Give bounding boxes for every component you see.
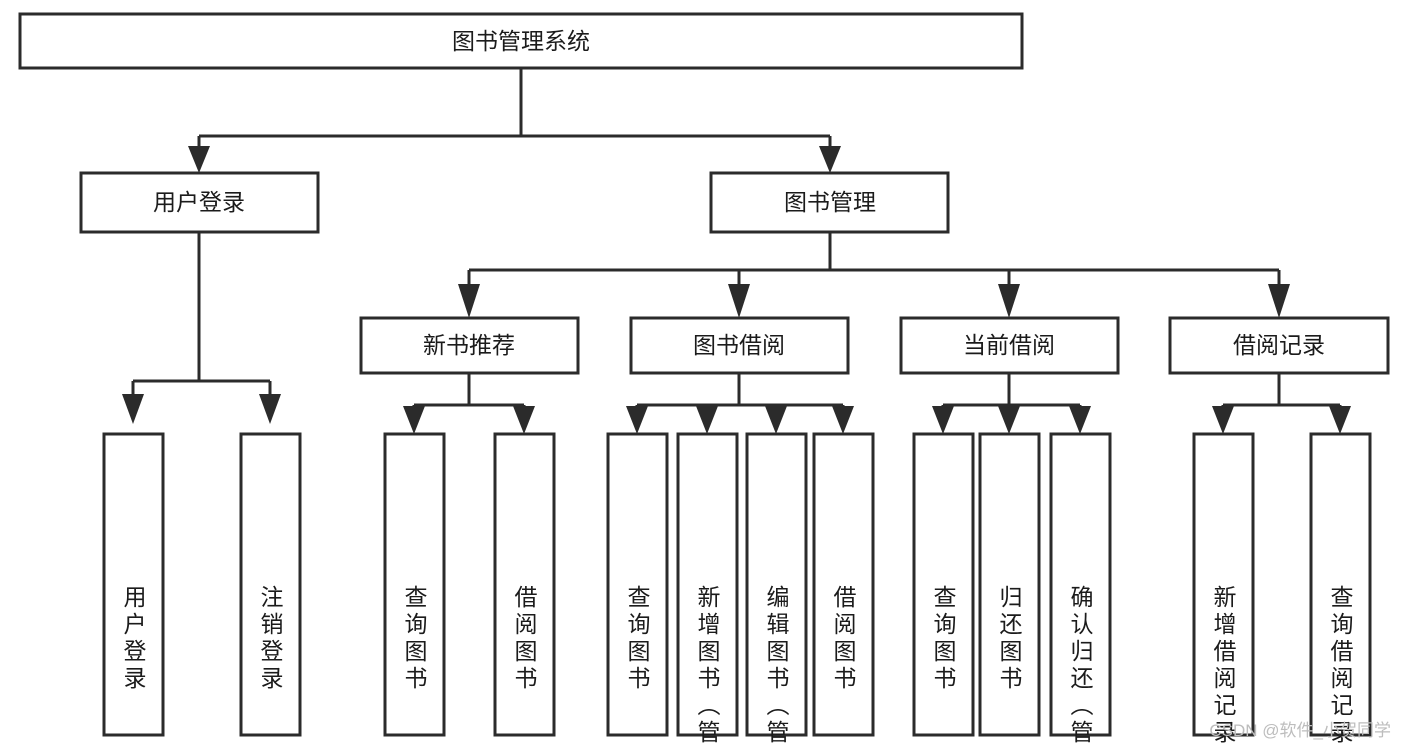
arrow-head-icon (832, 406, 854, 434)
node-label: 图书借阅 (693, 332, 785, 358)
arrow-head-icon (122, 394, 144, 424)
node-label: 用户登录 (120, 585, 147, 693)
node-label: 用户登录 (153, 189, 245, 215)
node-box[interactable] (709, 171, 950, 234)
leaf-user-logout[interactable]: 注销登录 (239, 432, 302, 737)
leaf-query-book-1[interactable]: 查询图书 (383, 432, 446, 737)
leaf-edit-book[interactable]: 编辑图书（管理员） (745, 432, 808, 747)
node-box[interactable] (1192, 432, 1255, 737)
leaf-add-book[interactable]: 新增图书（管理员） (676, 432, 739, 747)
node-label: 图书管理 (784, 189, 876, 215)
arrow-head-icon (728, 284, 750, 318)
arrow-head-icon (626, 406, 648, 434)
node-box[interactable] (606, 432, 669, 737)
arrow-head-icon (765, 406, 787, 434)
connector-newbook-to-leaves (403, 373, 535, 434)
node-root[interactable]: 图书管理系统 (18, 12, 1024, 70)
connector-borrowrecord-to-leaves (1212, 373, 1351, 434)
node-box[interactable] (493, 432, 556, 737)
node-label: 编辑图书（管理员） (763, 585, 790, 747)
arrow-head-icon (403, 406, 425, 434)
arrow-head-icon (696, 406, 718, 434)
node-box[interactable] (383, 432, 446, 737)
node-box[interactable] (79, 171, 320, 234)
arrow-head-icon (819, 146, 841, 173)
node-box[interactable] (1049, 432, 1112, 737)
leaf-return-book[interactable]: 归还图书 (978, 432, 1041, 737)
node-box[interactable] (676, 432, 739, 737)
node-box[interactable] (102, 432, 165, 737)
node-label: 确认归还（管理员） (1067, 585, 1094, 747)
node-box[interactable] (629, 316, 850, 375)
arrow-head-icon (1212, 406, 1234, 434)
arrow-head-icon (1268, 284, 1290, 318)
node-current-borrow[interactable]: 当前借阅 (899, 316, 1120, 375)
leaf-add-record[interactable]: 新增借阅记录 (1192, 432, 1255, 747)
node-label: 新增图书（管理员） (694, 585, 721, 747)
node-label: 归还图书 (996, 585, 1023, 693)
node-book-manage[interactable]: 图书管理 (709, 171, 950, 234)
arrow-head-icon (458, 284, 480, 318)
node-label: 查询图书 (401, 585, 428, 693)
node-box[interactable] (978, 432, 1041, 737)
node-box[interactable] (812, 432, 875, 737)
node-new-book-recommend[interactable]: 新书推荐 (359, 316, 580, 375)
node-box[interactable] (1309, 432, 1372, 737)
arrow-head-icon (998, 406, 1020, 434)
connector-userlogin-to-leaves (122, 232, 281, 424)
node-box[interactable] (745, 432, 808, 737)
node-label: 借阅图书 (830, 585, 857, 693)
node-label: 新书推荐 (423, 332, 515, 358)
node-label: 图书管理系统 (452, 28, 590, 54)
leaf-query-book-2[interactable]: 查询图书 (606, 432, 669, 737)
node-label: 当前借阅 (963, 332, 1055, 358)
node-user-login[interactable]: 用户登录 (79, 171, 320, 234)
node-book-borrow[interactable]: 图书借阅 (629, 316, 850, 375)
node-box[interactable] (359, 316, 580, 375)
node-label: 查询借阅记录 (1327, 585, 1354, 747)
connector-root-to-level2 (188, 68, 841, 173)
node-label: 新增借阅记录 (1210, 585, 1237, 747)
node-borrow-record[interactable]: 借阅记录 (1168, 316, 1390, 375)
connector-currentborrow-to-leaves (932, 373, 1091, 434)
leaf-user-login[interactable]: 用户登录 (102, 432, 165, 737)
node-box[interactable] (239, 432, 302, 737)
connector-bookmanage-to-level3 (458, 232, 1290, 318)
node-label: 借阅图书 (511, 585, 538, 693)
node-box[interactable] (912, 432, 975, 737)
leaf-confirm-return[interactable]: 确认归还（管理员） (1049, 432, 1112, 747)
leaf-borrow-book-1[interactable]: 借阅图书 (493, 432, 556, 737)
node-label: 借阅记录 (1233, 332, 1325, 358)
node-label: 查询图书 (930, 585, 957, 693)
arrow-head-icon (932, 406, 954, 434)
node-box[interactable] (18, 12, 1024, 70)
arrow-head-icon (188, 146, 210, 173)
leaf-borrow-book-2[interactable]: 借阅图书 (812, 432, 875, 737)
node-label: 注销登录 (257, 585, 284, 693)
node-box[interactable] (1168, 316, 1390, 375)
leaf-query-record[interactable]: 查询借阅记录 (1309, 432, 1372, 747)
leaf-query-book-3[interactable]: 查询图书 (912, 432, 975, 737)
arrow-head-icon (1329, 406, 1351, 434)
arrow-head-icon (259, 394, 281, 424)
node-label: 查询图书 (624, 585, 651, 693)
arrow-head-icon (998, 284, 1020, 318)
arrow-head-icon (513, 406, 535, 434)
arrow-head-icon (1069, 406, 1091, 434)
connector-bookborrow-to-leaves (626, 373, 854, 434)
node-box[interactable] (899, 316, 1120, 375)
